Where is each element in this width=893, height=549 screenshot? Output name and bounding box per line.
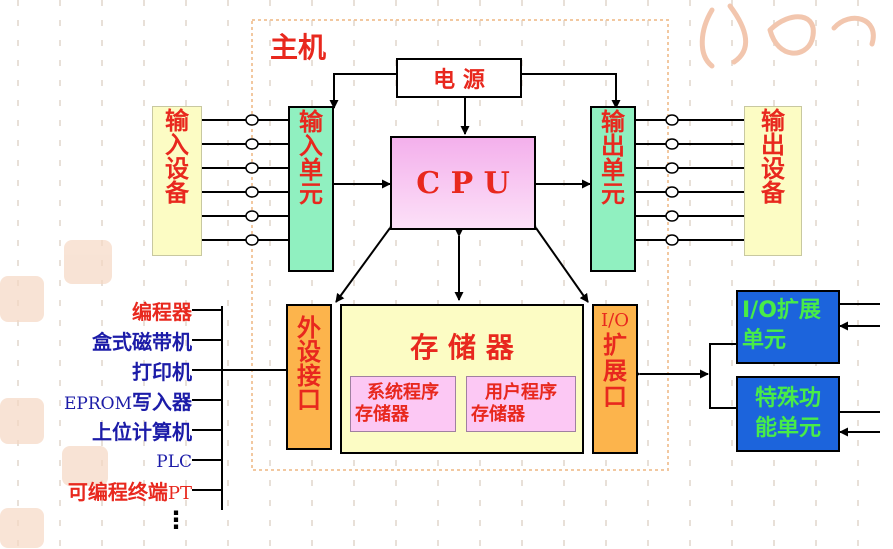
input-unit-char: 入	[299, 132, 323, 160]
output-device-char: 设	[761, 155, 785, 183]
output-device-box: 输 出 设 备	[744, 106, 802, 256]
peripheral-list: 编程器 盒式磁带机 打印机 EPROM写入器 上位计算机 PLC 可编程终端PT	[20, 292, 192, 504]
peripheral-programmable-terminal: 可编程终端PT	[67, 480, 192, 504]
output-unit-char: 出	[601, 132, 625, 160]
system-program-memory-line: 系统程序	[367, 381, 439, 403]
system-program-memory-line: 存储器	[355, 404, 409, 425]
peripheral-plc: PLC	[156, 452, 192, 472]
input-device-box: 输 入 设 备	[152, 106, 202, 256]
input-device-char: 入	[165, 131, 189, 159]
io-port-io-label: I/O	[601, 310, 629, 331]
io-port-char: 扩	[603, 330, 627, 359]
cpu-box: C P U	[390, 136, 536, 230]
user-program-memory-line: 存储器	[471, 404, 525, 425]
input-device-char: 备	[165, 179, 189, 207]
peripheral-printer: 打印机	[132, 360, 192, 384]
output-unit-char: 输	[601, 108, 625, 136]
special-function-line1: 特殊功	[754, 386, 821, 412]
output-unit-char: 单	[601, 156, 625, 184]
peripheral-host-computer: 上位计算机	[92, 420, 192, 444]
peripheral-cassette: 盒式磁带机	[92, 330, 192, 354]
peripheral-interface-box: 外 设 接 口	[286, 304, 332, 450]
peripheral-interface-char: 外	[297, 314, 321, 342]
input-unit-box: 输 入 单 元	[288, 106, 334, 272]
io-expansion-line2: 单元	[742, 327, 787, 353]
output-unit-char: 元	[601, 180, 625, 208]
io-port-box: I/O 扩 展 口	[592, 304, 638, 454]
input-unit-char: 输	[299, 108, 323, 136]
io-port-char: 口	[603, 383, 627, 412]
memory-title: 存 储 器	[410, 331, 514, 364]
power-supply-label: 电 源	[433, 68, 485, 93]
system-program-memory: 系统程序 存储器	[350, 376, 456, 432]
user-program-memory: 用户程序 存储器	[466, 376, 576, 432]
input-device-char: 输	[165, 107, 189, 135]
peripheral-interface-char: 接	[297, 362, 321, 390]
memory-box: 存 储 器 系统程序 存储器 用户程序 存储器	[340, 304, 584, 454]
input-device-char: 设	[165, 155, 189, 183]
special-function-unit: 特殊功 能单元	[736, 376, 840, 452]
output-device-char: 出	[761, 131, 785, 159]
output-device-char: 备	[761, 179, 785, 207]
io-expansion-line1: I/O扩展	[742, 298, 821, 323]
input-unit-char: 元	[299, 180, 323, 208]
output-unit-box: 输 出 单 元	[590, 106, 636, 272]
user-program-memory-line: 用户程序	[485, 381, 557, 403]
special-function-line2: 能单元	[754, 416, 821, 441]
io-port-char: 展	[603, 356, 627, 385]
peripheral-interface-char: 口	[297, 386, 321, 414]
io-expansion-unit: I/O扩展 单元	[736, 290, 840, 364]
output-device-char: 输	[761, 107, 785, 135]
host-title: 主机	[270, 31, 327, 64]
power-supply-box: 电 源	[396, 58, 522, 98]
peripheral-programmer: 编程器	[132, 300, 192, 324]
input-unit-char: 单	[299, 156, 323, 184]
ellipsis: ⋮	[164, 506, 188, 534]
cpu-label: C P U	[416, 165, 510, 201]
peripheral-eprom-writer: EPROM写入器	[64, 390, 192, 414]
peripheral-interface-char: 设	[297, 338, 321, 366]
